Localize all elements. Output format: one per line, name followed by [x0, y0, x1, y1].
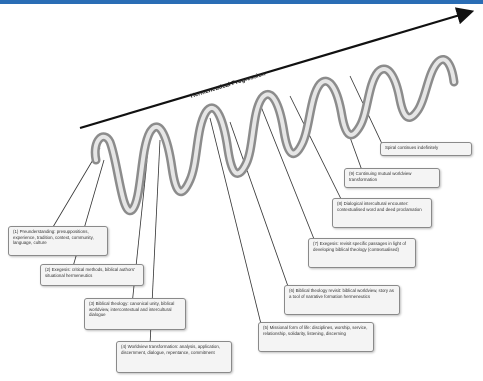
step-9-box: (9) Continuing mutual worldview transfor… [344, 168, 440, 188]
step-2-box: (2) Exegesis: critical methods, biblical… [40, 264, 144, 286]
step-3-box: (3) Biblical theology: canonical unity, … [84, 298, 186, 330]
step-8-box: (8) Dialogical intercultural encounter: … [332, 198, 432, 228]
step-10-box: Spiral continues indefinitely [380, 142, 472, 156]
step-6-box: (6) Biblical theology revisit: biblical … [284, 285, 400, 315]
step-1-box: (1) Preunderstanding: presuppositions, e… [8, 226, 108, 256]
step-7-box: (7) Exegesis: revisit specific passages … [308, 238, 416, 268]
step-5-box: (5) Missional form of life: disciplines,… [258, 322, 374, 352]
step-4-box: (4) Worldview transformation: analysis, … [116, 341, 232, 373]
